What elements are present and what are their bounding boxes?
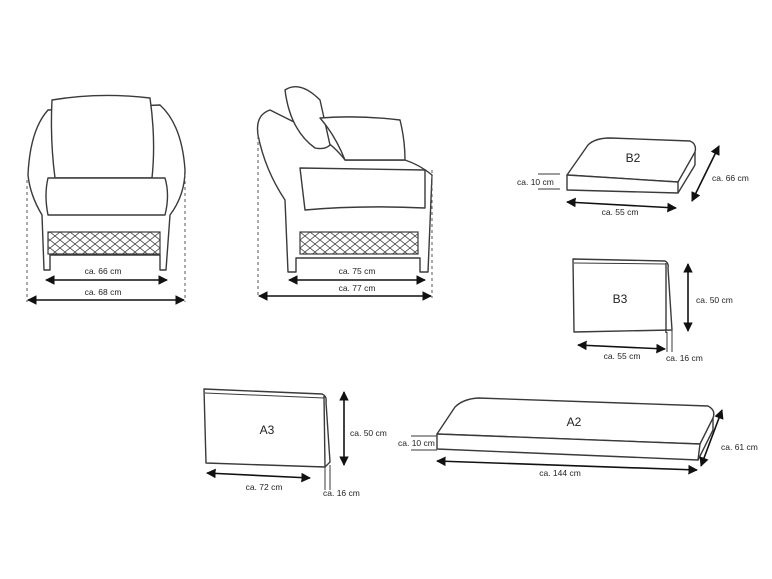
cushion-a3-label: A3 (260, 423, 275, 437)
armchair-seat-width-label: ca. 66 cm (85, 266, 122, 276)
cushion-a3-width-label: ca. 72 cm (246, 482, 283, 492)
sofa-total-width-label: ca. 77 cm (339, 283, 376, 293)
sofa-seat-width-label: ca. 75 cm (339, 266, 376, 276)
cushion-a2-depth-label: ca. 61 cm (721, 442, 758, 452)
cushion-b3-height-label: ca. 50 cm (696, 295, 733, 305)
cushion-a3-height-label: ca. 50 cm (350, 428, 387, 438)
cushion-b2-height-label: ca. 10 cm (517, 177, 554, 187)
cushion-a2: A2 ca. 10 cm ca. 144 cm ca. 61 cm (398, 397, 758, 478)
cushion-a2-height-label: ca. 10 cm (398, 438, 435, 448)
cushion-b2-depth-label: ca. 66 cm (712, 173, 749, 183)
sofa-drawing: ca. 75 cm ca. 77 cm (256, 86, 433, 301)
cushion-b2-label: B2 (626, 151, 641, 165)
armchair-total-width-label: ca. 68 cm (85, 287, 122, 297)
cushion-b2: B2 ca. 10 cm ca. 55 cm ca. 66 cm (517, 137, 749, 217)
cushion-b3-label: B3 (613, 292, 628, 306)
cushion-b3: B3 ca. 50 cm ca. 55 cm ca. 16 cm (572, 258, 733, 363)
cushion-a3: A3 ca. 50 cm ca. 72 cm ca. 16 cm (203, 388, 387, 498)
cushion-b2-width-label: ca. 55 cm (602, 207, 639, 217)
cushion-a2-label: A2 (567, 415, 582, 429)
cushion-a3-depth-label: ca. 16 cm (323, 488, 360, 498)
armchair-drawing: ca. 66 cm ca. 68 cm (26, 94, 186, 305)
cushion-a2-width-label: ca. 144 cm (539, 468, 581, 478)
cushion-b3-width-label: ca. 55 cm (604, 351, 641, 361)
cushion-b3-depth-label: ca. 16 cm (666, 353, 703, 363)
